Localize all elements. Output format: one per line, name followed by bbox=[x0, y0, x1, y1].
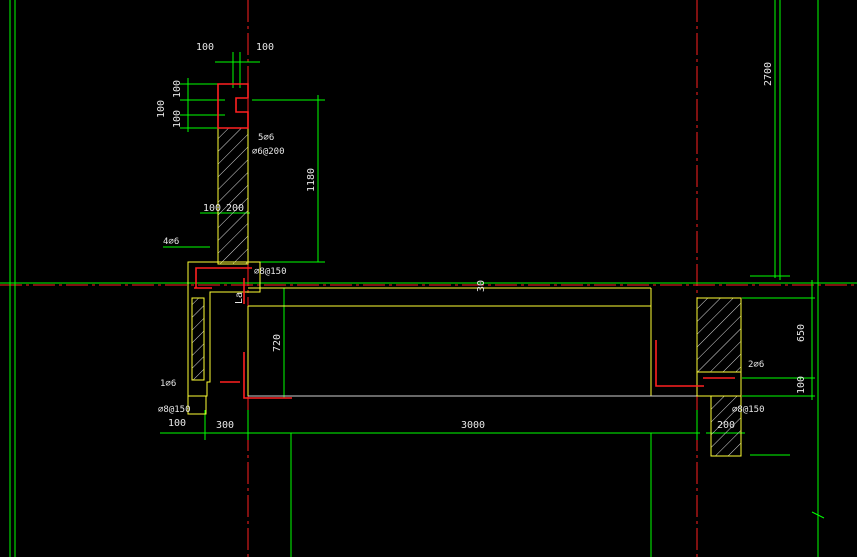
dim-bottom-300: 300 bbox=[216, 420, 234, 431]
dim-right-100: 100 bbox=[796, 376, 807, 394]
break-line bbox=[811, 511, 825, 519]
rebar-notes: 5⌀6 ⌀6@200 4⌀6 ⌀8@150 1⌀6 ⌀8@150 2⌀6 ⌀8@… bbox=[158, 133, 765, 415]
dim-30: 30 bbox=[476, 280, 487, 292]
left-footing bbox=[187, 395, 207, 415]
note-right-stirrup: ⌀8@150 bbox=[732, 405, 765, 415]
dimension-text: 100 100 100 100 100 1180 100 200 2700 30… bbox=[156, 42, 807, 431]
note-left-stirrup: ⌀8@150 bbox=[254, 267, 287, 277]
right-footing bbox=[710, 395, 742, 457]
note-top-stirrup: ⌀6@200 bbox=[252, 147, 285, 157]
right-column-lower bbox=[696, 371, 742, 397]
slab-rebar bbox=[243, 352, 292, 399]
dim-top-h2: 100 bbox=[156, 100, 167, 118]
structure-outline bbox=[187, 127, 742, 457]
dim-top-h3: 100 bbox=[172, 110, 183, 128]
note-lower-left-bars: 1⌀6 bbox=[160, 379, 176, 389]
left-wall-hatch bbox=[191, 297, 205, 381]
dim-span-3000: 3000 bbox=[461, 420, 485, 431]
dim-top-width-right: 100 bbox=[256, 42, 274, 53]
dim-2700: 2700 bbox=[763, 62, 774, 86]
rebar bbox=[194, 83, 735, 399]
dim-wall-100: 100 bbox=[203, 203, 221, 214]
dim-720: 720 bbox=[272, 334, 283, 352]
parapet-wall bbox=[217, 127, 249, 265]
note-top-bars: 5⌀6 bbox=[258, 133, 274, 143]
dim-top-width-left: 100 bbox=[196, 42, 214, 53]
dim-wall-200: 200 bbox=[226, 203, 244, 214]
dim-top-h1: 100 bbox=[172, 80, 183, 98]
note-right-bars: 2⌀6 bbox=[748, 360, 764, 370]
dim-650: 650 bbox=[796, 324, 807, 342]
dim-la: La bbox=[234, 292, 245, 304]
left-rebar bbox=[195, 267, 252, 288]
right-rebar bbox=[655, 340, 704, 387]
note-lower-left-stirrup: ⌀8@150 bbox=[158, 405, 191, 415]
note-left-bars: 4⌀6 bbox=[163, 237, 179, 247]
dim-bottom-100: 100 bbox=[168, 418, 186, 429]
dim-1180: 1180 bbox=[306, 168, 317, 192]
dim-bottom-200: 200 bbox=[717, 420, 735, 431]
right-column bbox=[696, 297, 742, 373]
top-rebar-cage bbox=[217, 83, 249, 129]
